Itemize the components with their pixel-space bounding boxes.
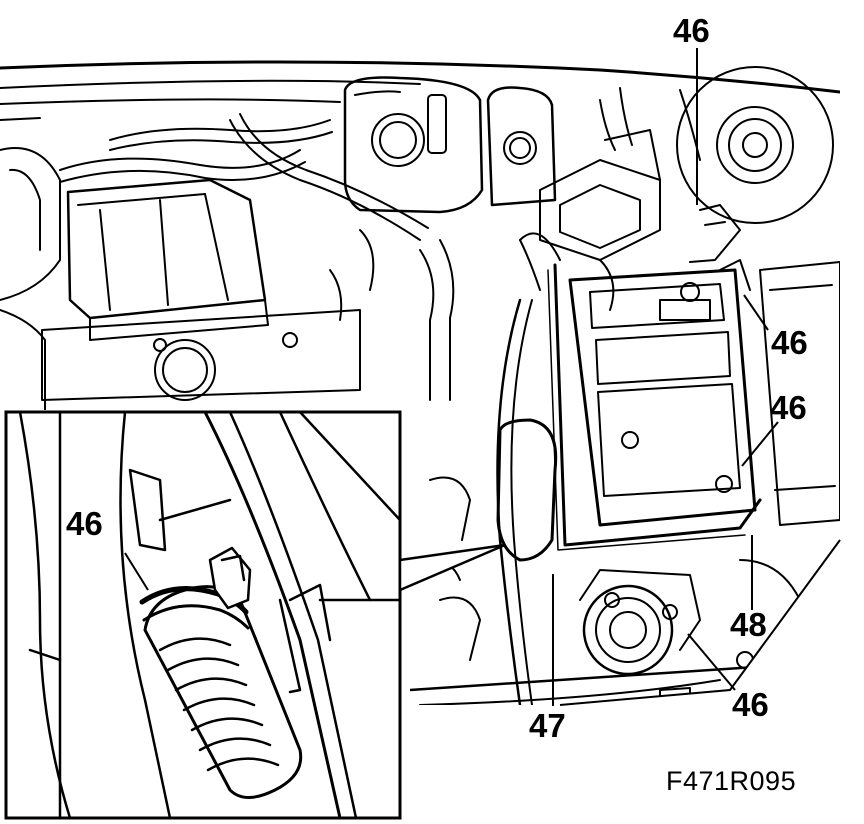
callout-46-right-mid: 46 <box>770 389 807 426</box>
leader-lines <box>124 48 779 706</box>
main-view-frame <box>559 539 841 706</box>
callout-48-right-lower: 48 <box>730 606 767 643</box>
battery <box>568 259 757 527</box>
callout-46-top: 46 <box>673 12 710 49</box>
main-engine-view <box>0 60 840 705</box>
detail-inset <box>4 410 402 820</box>
inset-pointer <box>398 543 506 592</box>
hose-clamp <box>139 546 252 630</box>
expansion-tank <box>343 76 484 214</box>
callout-46-right-upper: 46 <box>771 324 808 361</box>
callout-47-bottom: 47 <box>529 707 566 744</box>
callout-46-inset: 46 <box>66 505 103 542</box>
lower-assembly <box>579 569 701 676</box>
corrugated-hose <box>143 585 303 799</box>
figure-code: F471R095 <box>666 766 797 796</box>
callout-46-bottom-right: 46 <box>732 686 769 723</box>
brake-fluid-reservoir <box>486 86 557 207</box>
air-cleaner-box <box>41 178 361 401</box>
strut-tower <box>676 66 834 224</box>
